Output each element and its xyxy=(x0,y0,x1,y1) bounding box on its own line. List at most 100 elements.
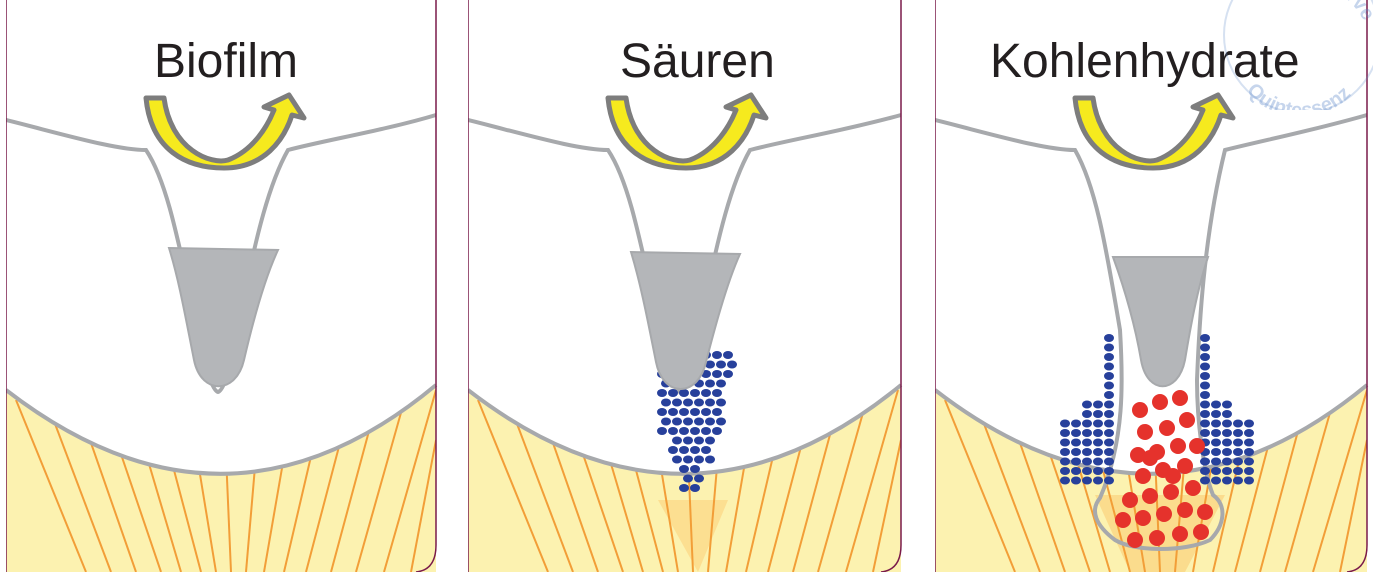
carbohydrate-dot xyxy=(1193,524,1209,540)
acid-dot xyxy=(683,399,693,407)
panel-sauren: Säuren xyxy=(468,0,908,572)
acid-dot xyxy=(1222,401,1232,409)
acid-dot xyxy=(1060,448,1070,456)
acid-dot xyxy=(1093,429,1103,437)
carbohydrate-dot xyxy=(1197,504,1213,520)
acid-dot xyxy=(1244,420,1254,428)
panel-title: Säuren xyxy=(620,34,775,89)
carbohydrate-dot xyxy=(1115,512,1131,528)
acid-dot xyxy=(1200,372,1210,380)
carbohydrate-dot xyxy=(1163,484,1179,500)
acid-dot xyxy=(1060,439,1070,447)
acid-dot xyxy=(1104,344,1114,352)
acid-dot xyxy=(694,475,704,483)
acid-dot xyxy=(1211,410,1221,418)
acid-dot xyxy=(1082,401,1092,409)
carbohydrate-dot xyxy=(1142,488,1158,504)
acid-dot xyxy=(1104,448,1114,456)
acid-dot xyxy=(683,437,693,445)
carbohydrate-dot xyxy=(1179,412,1195,428)
acid-dot xyxy=(668,446,678,454)
acid-dot xyxy=(683,418,693,426)
acid-dot xyxy=(1222,439,1232,447)
acid-dot xyxy=(712,408,722,416)
acid-dot xyxy=(1200,458,1210,466)
panel-title: Biofilm xyxy=(154,34,298,89)
acid-dot xyxy=(1104,467,1114,475)
acid-dot xyxy=(1104,458,1114,466)
acid-dot xyxy=(1222,420,1232,428)
acid-dot xyxy=(672,399,682,407)
acid-dot xyxy=(1071,458,1081,466)
acid-dot xyxy=(683,475,693,483)
acid-dot xyxy=(1104,353,1114,361)
acid-dot xyxy=(679,427,689,435)
acid-dot xyxy=(657,427,667,435)
acid-dot xyxy=(1082,439,1092,447)
acid-dot xyxy=(705,437,715,445)
acid-dot xyxy=(1200,420,1210,428)
acid-dot xyxy=(694,437,704,445)
acid-dot xyxy=(1244,439,1254,447)
acid-dot xyxy=(1222,448,1232,456)
acid-dot xyxy=(1200,363,1210,371)
acid-dot xyxy=(657,389,667,397)
acid-dot xyxy=(1093,448,1103,456)
acid-dot xyxy=(694,456,704,464)
acid-dot xyxy=(1244,477,1254,485)
acid-dot xyxy=(1200,334,1210,342)
acid-dot xyxy=(1244,467,1254,475)
acid-dot xyxy=(1104,429,1114,437)
acid-dot xyxy=(694,399,704,407)
acid-dot xyxy=(661,399,671,407)
acid-dot xyxy=(657,408,667,416)
acid-dot xyxy=(705,456,715,464)
acid-dot xyxy=(1200,401,1210,409)
acid-dot xyxy=(1082,410,1092,418)
acid-dot xyxy=(1211,401,1221,409)
panel-biofilm: Biofilm xyxy=(6,0,446,572)
carbohydrate-dot xyxy=(1122,492,1138,508)
acid-dot xyxy=(716,380,726,388)
acid-dot xyxy=(1104,477,1114,485)
acid-dot xyxy=(1222,410,1232,418)
acid-dot xyxy=(1071,448,1081,456)
acid-dot xyxy=(1104,410,1114,418)
acid-dot xyxy=(690,427,700,435)
acid-dot xyxy=(701,389,711,397)
acid-dot xyxy=(712,427,722,435)
acid-dot xyxy=(668,389,678,397)
carbohydrate-dot xyxy=(1172,526,1188,542)
acid-dot xyxy=(1200,391,1210,399)
acid-dot xyxy=(716,418,726,426)
acid-dot xyxy=(1233,439,1243,447)
acid-dot xyxy=(1060,429,1070,437)
acid-dot xyxy=(1060,458,1070,466)
acid-dot xyxy=(723,351,733,359)
acid-dot xyxy=(1244,448,1254,456)
acid-dot xyxy=(1093,467,1103,475)
panel-title: Kohlenhydrate xyxy=(990,34,1300,89)
acid-dot xyxy=(1200,410,1210,418)
acid-dot xyxy=(690,408,700,416)
acid-dot xyxy=(1082,420,1092,428)
carbohydrate-dot xyxy=(1137,424,1153,440)
acid-dot xyxy=(690,484,700,492)
acid-dot xyxy=(683,456,693,464)
panel-kohlenhydrate: Kohlenhydrate xyxy=(935,0,1373,572)
acid-dot xyxy=(1233,429,1243,437)
acid-dot xyxy=(1071,439,1081,447)
acid-dot xyxy=(705,399,715,407)
acid-dot xyxy=(679,484,689,492)
acid-dot xyxy=(1222,429,1232,437)
acid-dot xyxy=(1211,458,1221,466)
acid-dot xyxy=(1211,429,1221,437)
acid-dot xyxy=(1233,420,1243,428)
acid-dot xyxy=(701,446,711,454)
acid-dot xyxy=(1233,458,1243,466)
acid-dot xyxy=(1211,420,1221,428)
acid-dot xyxy=(1200,382,1210,390)
acid-dot xyxy=(712,351,722,359)
acid-dot xyxy=(1093,420,1103,428)
acid-dot xyxy=(1093,458,1103,466)
